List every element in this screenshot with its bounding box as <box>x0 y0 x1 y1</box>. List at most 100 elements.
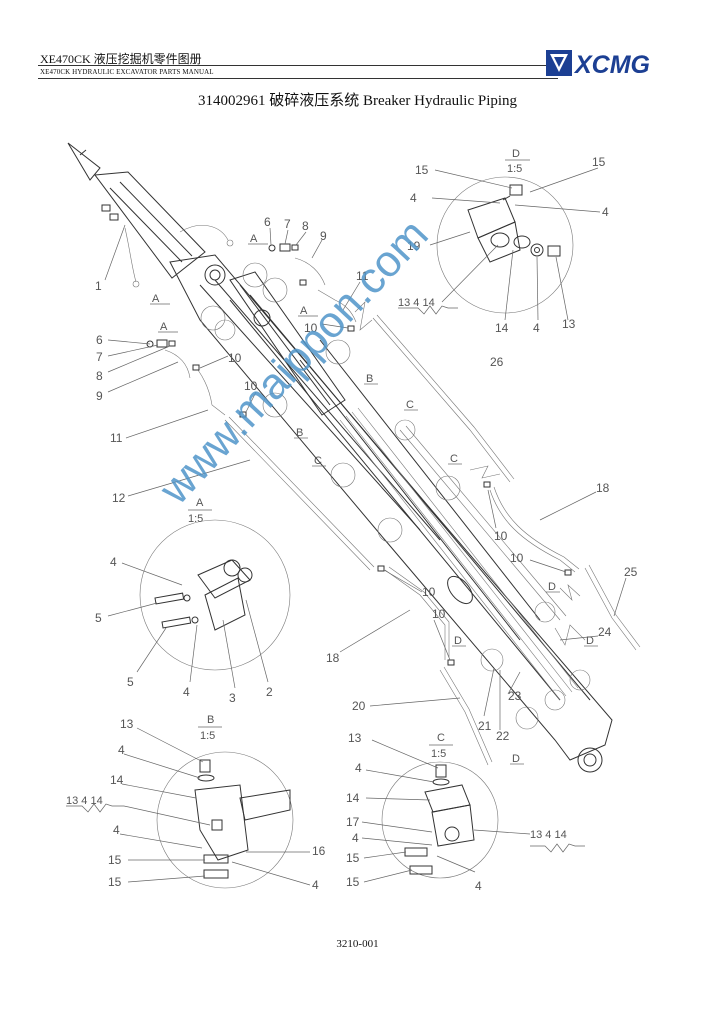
detail-view-b: B 1:5 13 4 14 13 4 14 4 15 15 16 4 <box>66 714 326 892</box>
view-marker-c: C <box>406 399 414 411</box>
callout-4: 4 <box>110 555 117 569</box>
xcmg-logo: XCMG <box>546 50 650 78</box>
callout-23: 23 <box>508 689 522 703</box>
callout-10: 10 <box>422 585 436 599</box>
view-a-scale: 1:5 <box>188 513 203 525</box>
view-marker-d: D <box>454 635 462 647</box>
callout-5: 5 <box>127 675 134 689</box>
callout-15: 15 <box>346 875 360 889</box>
callout-6: 6 <box>264 215 271 229</box>
callout-19: 19 <box>407 239 421 253</box>
detail-view-d: D 1:5 15 15 4 4 19 13 4 14 14 4 13 <box>398 148 609 335</box>
callout-10: 10 <box>304 321 318 335</box>
view-marker-a: A <box>160 321 168 333</box>
callout-15: 15 <box>415 163 429 177</box>
callout-18: 18 <box>596 481 610 495</box>
callout-4: 4 <box>475 879 482 893</box>
callout-10: 10 <box>494 529 508 543</box>
page-title: 314002961 破碎液压系统 Breaker Hydraulic Pipin… <box>197 93 518 109</box>
group-label-13-4-14: 13 4 14 <box>530 829 567 841</box>
callout-4: 4 <box>352 831 359 845</box>
group-label-13-4-14: 13 4 14 <box>66 795 103 807</box>
callout-4: 4 <box>355 761 362 775</box>
callout-10: 10 <box>432 607 446 621</box>
view-b-letter: B <box>207 714 214 726</box>
view-marker-b: B <box>366 373 373 385</box>
callout-14: 14 <box>110 773 124 787</box>
view-a-letter: A <box>196 497 204 509</box>
page-number: 3210-001 <box>336 938 379 950</box>
view-marker-d: D <box>586 635 594 647</box>
callout-1: 1 <box>95 279 102 293</box>
break-lines <box>354 301 586 646</box>
callout-20: 20 <box>352 699 366 713</box>
header-rule-lower <box>38 78 558 79</box>
callout-17: 17 <box>346 815 360 829</box>
callout-12: 12 <box>112 491 126 505</box>
callout-7: 7 <box>284 217 291 231</box>
view-marker-d: D <box>548 581 556 593</box>
arm-structure <box>169 254 613 773</box>
callout-10: 10 <box>510 551 524 565</box>
callout-3: 3 <box>229 691 236 705</box>
manual-title: XE470CK 液压挖掘机零件图册 <box>40 52 202 66</box>
detail-view-a: A 1:5 4 5 5 4 3 2 <box>95 497 291 705</box>
view-marker-a: A <box>250 233 258 245</box>
callout-9: 9 <box>96 389 103 403</box>
callout-9: 9 <box>320 229 327 243</box>
view-d-scale: 1:5 <box>507 163 522 175</box>
main-callouts: 1 6 7 8 9 11 10 6 7 8 9 10 11 10 12 26 1… <box>95 215 638 743</box>
callout-4: 4 <box>312 878 319 892</box>
callout-24: 24 <box>598 625 612 639</box>
view-c-scale: 1:5 <box>431 748 446 760</box>
callout-11: 11 <box>356 269 369 283</box>
callout-15: 15 <box>108 875 122 889</box>
parts-drawing: D 1:5 15 15 4 4 19 13 4 14 14 4 13 A 1:5… <box>66 142 641 893</box>
callout-8: 8 <box>96 369 103 383</box>
manual-subtitle: XE470CK HYDRAULIC EXCAVATOR PARTS MANUAL <box>40 68 214 76</box>
breaker-assembly <box>67 142 234 288</box>
view-d-letter: D <box>512 148 520 160</box>
callout-21: 21 <box>478 719 492 733</box>
callout-14: 14 <box>495 321 509 335</box>
callout-18: 18 <box>326 651 340 665</box>
callout-10: 10 <box>244 379 258 393</box>
view-b-scale: 1:5 <box>200 730 215 742</box>
callout-13: 13 <box>120 717 134 731</box>
callout-4: 4 <box>113 823 120 837</box>
view-marker-c: C <box>450 453 458 465</box>
callout-16: 16 <box>312 844 326 858</box>
callout-8: 8 <box>302 219 309 233</box>
callout-4: 4 <box>602 205 609 219</box>
callout-13: 13 <box>562 317 576 331</box>
view-c-letter: C <box>437 732 445 744</box>
callout-6: 6 <box>96 333 103 347</box>
view-marker-a: A <box>152 293 160 305</box>
callout-25: 25 <box>624 565 638 579</box>
callout-4: 4 <box>533 321 540 335</box>
callout-11: 11 <box>110 431 123 445</box>
callout-15: 15 <box>108 853 122 867</box>
header-rule <box>38 65 548 66</box>
callout-4: 4 <box>118 743 125 757</box>
callout-26: 26 <box>490 355 504 369</box>
callout-7: 7 <box>96 350 103 364</box>
view-marker-a: A <box>300 305 308 317</box>
callout-4: 4 <box>410 191 417 205</box>
callout-4: 4 <box>183 685 190 699</box>
callout-13: 13 <box>348 731 362 745</box>
view-marker-b: B <box>296 427 303 439</box>
callout-22: 22 <box>496 729 510 743</box>
view-marker-c: C <box>314 455 322 467</box>
logo-text: XCMG <box>573 51 650 78</box>
callout-2: 2 <box>266 685 273 699</box>
piping <box>146 243 641 766</box>
callout-15: 15 <box>346 851 360 865</box>
callout-14: 14 <box>346 791 360 805</box>
callout-10: 10 <box>228 351 242 365</box>
detail-view-c: C 1:5 13 4 14 17 4 15 15 4 13 4 14 <box>346 731 585 893</box>
view-marker-d: D <box>512 753 520 765</box>
group-label-13-4-14: 13 4 14 <box>398 297 435 309</box>
view-markers: A A A A B B C C C D D D D <box>150 233 598 765</box>
callout-5: 5 <box>95 611 102 625</box>
